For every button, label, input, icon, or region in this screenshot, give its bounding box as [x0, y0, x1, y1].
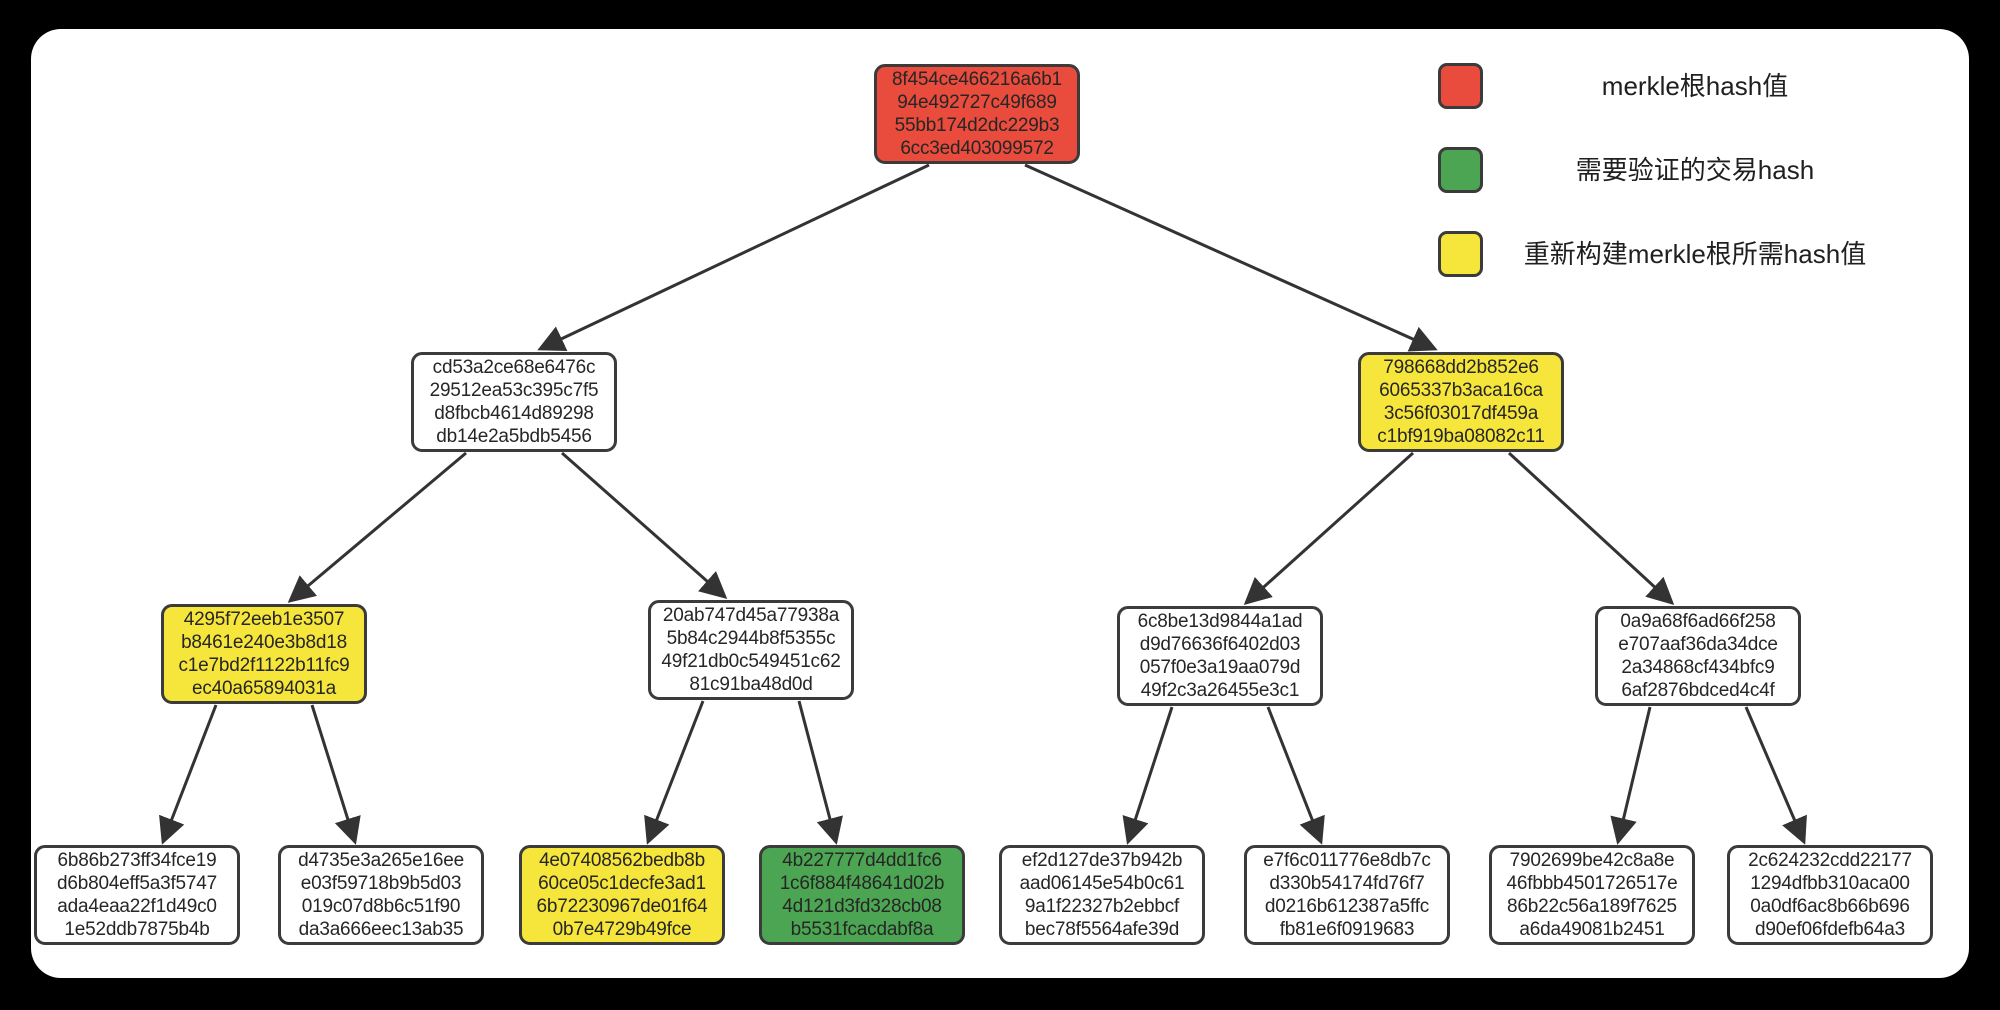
hash-line: 60ce05c1decfe3ad1 — [538, 873, 706, 894]
hash-line: 55bb174d2dc229b3 — [894, 115, 1060, 136]
hash-line: 6c8be13d9844a1ad — [1137, 611, 1303, 632]
hash-line: aad06145e54b0c61 — [1019, 873, 1185, 894]
hash-line: 20ab747d45a77938a — [662, 605, 840, 626]
hash-line: 49f21db0c549451c62 — [661, 651, 841, 672]
hash-line: b5531fcacdabf8a — [790, 919, 934, 940]
node-leaf-2: d4735e3a265e16ee e03f59718b9b5d03 019c07… — [278, 845, 484, 945]
hash-line: 0b7e4729b49fce — [552, 919, 692, 940]
node-l3-1: 4295f72eeb1e3507 b8461e240e3b8d18 c1e7bd… — [161, 604, 367, 704]
hash-line: 4e07408562bedb8b — [539, 850, 705, 871]
hash-line: 46fbbb4501726517e — [1506, 873, 1678, 894]
hash-line: c1e7bd2f1122b11fc9 — [178, 655, 350, 676]
hash-line: 6cc3ed403099572 — [900, 138, 1054, 159]
hash-line: 6b72230967de01f64 — [536, 896, 708, 917]
hash-line: 4b227777d4dd1fc6 — [782, 850, 942, 871]
hash-line: c1bf919ba08082c11 — [1377, 426, 1545, 447]
hash-line: 81c91ba48d0d — [689, 674, 813, 695]
hash-line: ef2d127de37b942b — [1021, 850, 1183, 871]
legend-swatch-proof-hashes — [1438, 231, 1483, 277]
hash-line: 1294dfbb310aca00 — [1750, 873, 1910, 894]
hash-line: 0a0df6ac8b66b696 — [1750, 896, 1910, 917]
hash-line: d4735e3a265e16ee — [298, 850, 464, 871]
hash-line: 6af2876bdced4c4f — [1621, 680, 1775, 701]
legend-label-merkle-root: merkle根hash值 — [1601, 71, 1789, 101]
node-l3-2: 20ab747d45a77938a 5b84c2944b8f5355c 49f2… — [648, 600, 854, 700]
hash-line: 86b22c56a189f7625 — [1507, 896, 1677, 917]
node-l2-left: cd53a2ce68e6476c 29512ea53c395c7f5 d8fbc… — [411, 352, 617, 452]
hash-line: 6065337b3aca16ca — [1379, 380, 1543, 401]
node-merkle-root: 8f454ce466216a6b1 94e492727c49f689 55bb1… — [874, 64, 1080, 164]
hash-line: 1e52ddb7875b4b — [64, 919, 210, 940]
node-leaf-8: 2c624232cdd22177 1294dfbb310aca00 0a0df6… — [1727, 845, 1933, 945]
hash-line: a6da49081b2451 — [1519, 919, 1665, 940]
hash-line: 7902699be42c8a8e — [1509, 850, 1675, 871]
hash-line: ec40a65894031a — [191, 678, 337, 699]
node-l3-3: 6c8be13d9844a1ad d9d76636f6402d03 057f0e… — [1117, 606, 1323, 706]
hash-line: 2a34868cf434bfc9 — [1621, 657, 1775, 678]
hash-line: db14e2a5bdb5456 — [436, 426, 592, 447]
node-l2-right: 798668dd2b852e6 6065337b3aca16ca 3c56f03… — [1358, 352, 1564, 452]
hash-line: e03f59718b9b5d03 — [300, 873, 462, 894]
hash-line: 3c56f03017df459a — [1383, 403, 1539, 424]
hash-line: 9a1f22327b2ebbcf — [1024, 896, 1180, 917]
hash-line: d8fbcb4614d89298 — [434, 403, 594, 424]
node-leaf-6: e7f6c011776e8db7c d330b54174fd76f7 d0216… — [1244, 845, 1450, 945]
hash-line: 6b86b273ff34fce19 — [57, 850, 217, 871]
legend-label-proof-hashes: 重新构建merkle根所需hash值 — [1523, 239, 1867, 269]
hash-line: bec78f5564afe39d — [1024, 919, 1180, 940]
hash-line: e707aaf36da34dce — [1618, 634, 1778, 655]
hash-line: 29512ea53c395c7f5 — [429, 380, 599, 401]
hash-line: cd53a2ce68e6476c — [432, 357, 596, 378]
hash-line: d330b54174fd76f7 — [1269, 873, 1425, 894]
hash-line: fb81e6f0919683 — [1279, 919, 1415, 940]
hash-line: d90ef06fdefb64a3 — [1754, 919, 1905, 940]
hash-line: 2c624232cdd22177 — [1748, 850, 1912, 871]
hash-line: d9d76636f6402d03 — [1139, 634, 1301, 655]
hash-line: 019c07d8b6c51f90 — [301, 896, 461, 917]
node-leaf-5: ef2d127de37b942b aad06145e54b0c61 9a1f22… — [999, 845, 1205, 945]
hash-line: 798668dd2b852e6 — [1383, 357, 1539, 378]
hash-line: 4d121d3fd328cb08 — [782, 896, 942, 917]
hash-line: ada4eaa22f1d49c0 — [57, 896, 217, 917]
hash-line: d0216b612387a5ffc — [1264, 896, 1430, 917]
hash-line: 8f454ce466216a6b1 — [892, 69, 1062, 90]
hash-line: da3a666eec13ab35 — [298, 919, 464, 940]
hash-line: 5b84c2944b8f5355c — [666, 628, 836, 649]
hash-line: 057f0e3a19aa079d — [1139, 657, 1301, 678]
hash-line: 1c6f884f48641d02b — [779, 873, 945, 894]
node-leaf-4: 4b227777d4dd1fc6 1c6f884f48641d02b 4d121… — [759, 845, 965, 945]
legend-label-tx-to-verify: 需要验证的交易hash — [1575, 155, 1815, 185]
legend-swatch-merkle-root — [1438, 63, 1483, 109]
node-leaf-7: 7902699be42c8a8e 46fbbb4501726517e 86b22… — [1489, 845, 1695, 945]
hash-line: 4295f72eeb1e3507 — [183, 609, 345, 630]
hash-line: e7f6c011776e8db7c — [1263, 850, 1431, 871]
hash-line: 0a9a68f6ad66f258 — [1620, 611, 1776, 632]
node-l3-4: 0a9a68f6ad66f258 e707aaf36da34dce 2a3486… — [1595, 606, 1801, 706]
hash-line: d6b804eff5a3f5747 — [56, 873, 218, 894]
legend-swatch-tx-to-verify — [1438, 147, 1483, 193]
hash-line: 94e492727c49f689 — [897, 92, 1057, 113]
hash-line: b8461e240e3b8d18 — [181, 632, 347, 653]
node-leaf-1: 6b86b273ff34fce19 d6b804eff5a3f5747 ada4… — [34, 845, 240, 945]
hash-line: 49f2c3a26455e3c1 — [1140, 680, 1300, 701]
node-leaf-3: 4e07408562bedb8b 60ce05c1decfe3ad1 6b722… — [519, 845, 725, 945]
